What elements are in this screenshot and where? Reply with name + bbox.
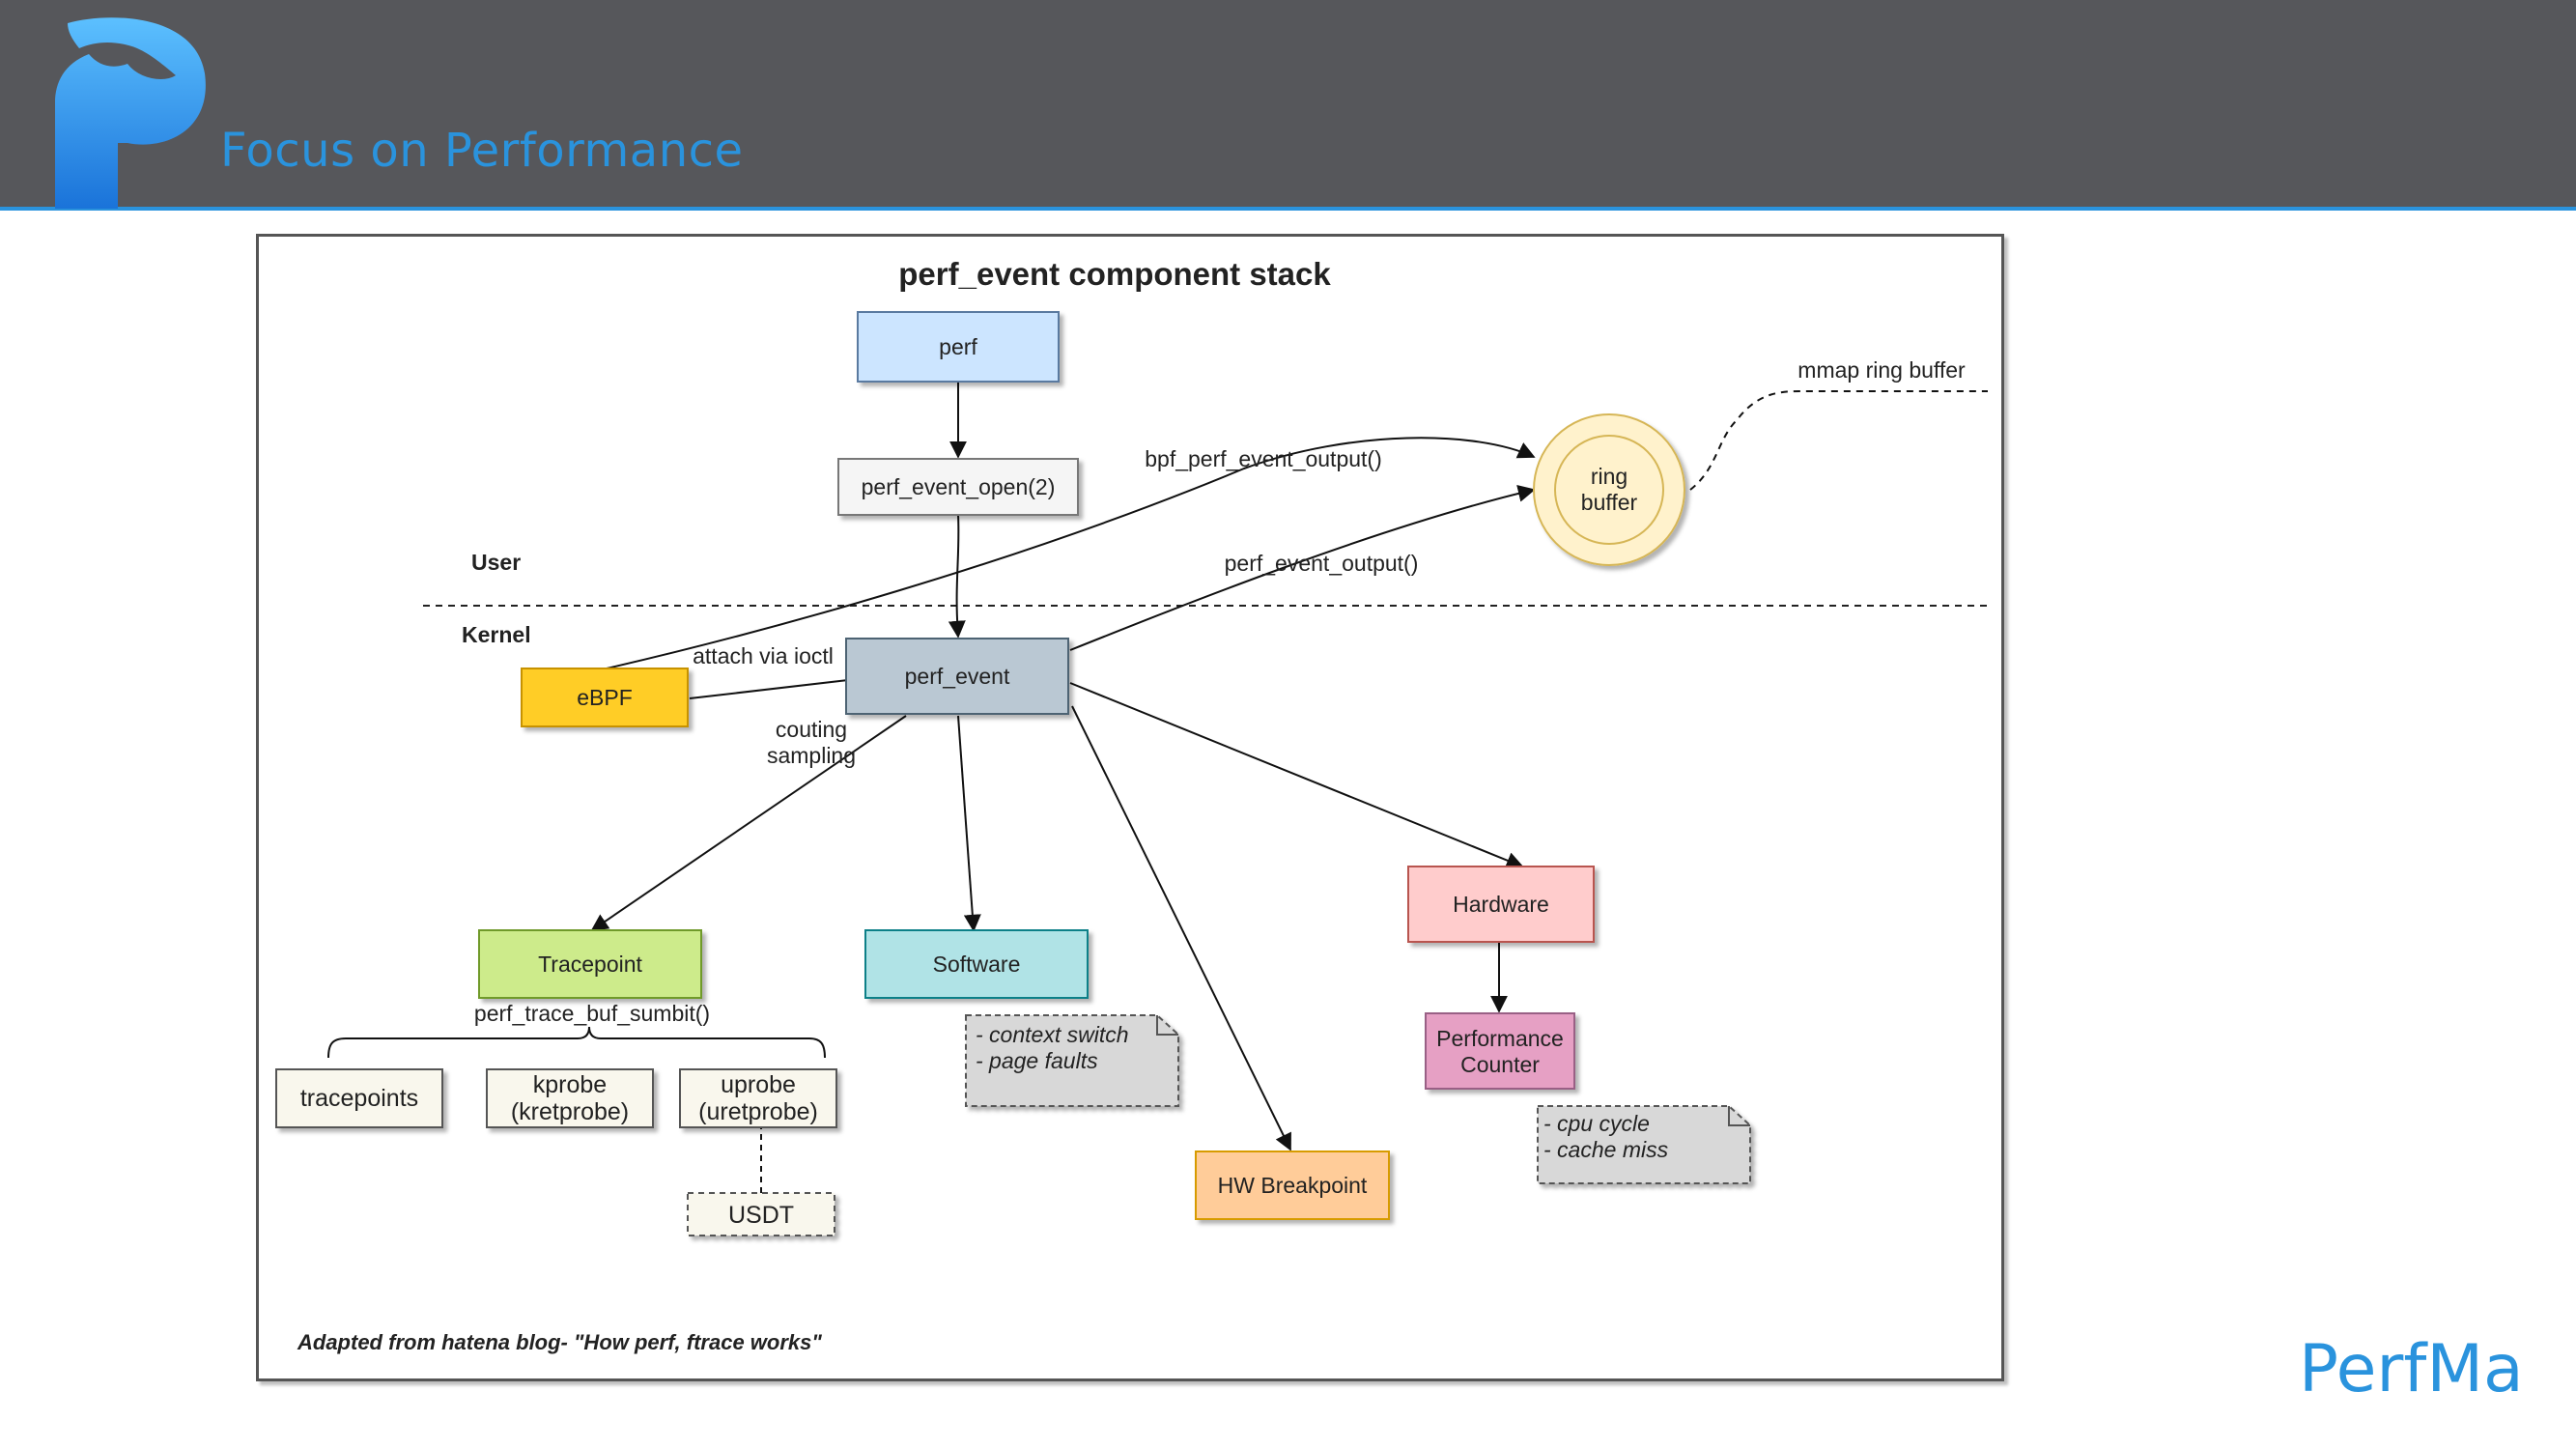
node-performance-counter xyxy=(1425,1012,1575,1090)
edge-to-hardware xyxy=(1069,682,1524,869)
node-perf xyxy=(857,311,1060,383)
node-perf-event-open-label: perf_event_open(2) xyxy=(862,474,1056,499)
tracepoint-brace xyxy=(327,1026,826,1059)
node-hardware xyxy=(1407,866,1595,943)
node-ring-buffer xyxy=(1533,413,1685,566)
node-hw-breakpoint-label: HW Breakpoint xyxy=(1218,1173,1368,1198)
region-label-kernel: Kernel xyxy=(462,622,531,647)
label-sampling: sampling xyxy=(767,743,856,768)
footer-brand: PerfMa xyxy=(2299,1331,2524,1407)
node-ring-label-1: ring xyxy=(1591,464,1628,489)
edge-to-hw-breakpoint xyxy=(1071,705,1291,1151)
node-uprobe-label-1: uprobe xyxy=(721,1071,796,1098)
edge-perf-event-to-ring xyxy=(1069,484,1536,651)
diagram-title: perf_event component stack xyxy=(898,256,1331,292)
header-bar: Focus on Performance xyxy=(0,0,2576,211)
note-software xyxy=(965,1014,1179,1107)
node-software xyxy=(864,929,1089,999)
node-kprobe-label-1: kprobe xyxy=(533,1071,607,1098)
edge-open-to-perf-event xyxy=(948,514,966,639)
label-perf-output: perf_event_output() xyxy=(1225,551,1419,576)
node-uprobe xyxy=(679,1068,837,1128)
edge-to-tracepoint xyxy=(590,715,907,932)
node-kprobe-label-2: (kretprobe) xyxy=(511,1098,629,1125)
node-tracepoint-label: Tracepoint xyxy=(538,952,642,977)
node-tracepoint xyxy=(478,929,702,999)
edge-ebpf-to-ring xyxy=(606,437,1536,669)
label-bpf-output: bpf_perf_event_output() xyxy=(1145,446,1382,471)
edge-mmap xyxy=(1689,390,1988,491)
node-uprobe-label-2: (uretprobe) xyxy=(698,1098,818,1125)
note-hardware-line-2: - cache miss xyxy=(1543,1137,1669,1162)
node-usdt-label: USDT xyxy=(728,1202,794,1229)
perf-event-diagram: perf_event component stack User Kernel b… xyxy=(275,256,1988,1354)
node-ring-label-2: buffer xyxy=(1581,490,1638,515)
diagram-frame: perf_event component stack User Kernel b… xyxy=(256,234,2004,1381)
node-software-label: Software xyxy=(933,952,1021,977)
edge-ebpf-attach xyxy=(689,679,849,699)
note-software-line-2: - page faults xyxy=(976,1048,1098,1073)
label-trace-buf: perf_trace_buf_sumbit() xyxy=(474,1001,710,1026)
node-usdt xyxy=(687,1192,835,1236)
node-perf-label: perf xyxy=(939,334,977,359)
label-mmap: mmap ring buffer xyxy=(1798,357,1966,383)
edge-to-software xyxy=(957,715,981,932)
node-ebpf xyxy=(521,668,689,727)
node-kprobe xyxy=(486,1068,654,1128)
node-performance-counter-label-2: Counter xyxy=(1460,1052,1540,1077)
node-perf-event-open xyxy=(837,458,1079,516)
node-tracepoints xyxy=(275,1068,443,1128)
brand-title: Focus on Performance xyxy=(220,124,744,178)
node-perf-event-label: perf_event xyxy=(905,664,1010,689)
node-hw-breakpoint xyxy=(1195,1151,1390,1220)
node-tracepoints-label: tracepoints xyxy=(300,1085,418,1112)
label-couting: couting xyxy=(776,717,847,742)
node-ebpf-label: eBPF xyxy=(577,685,633,710)
note-hardware xyxy=(1537,1105,1751,1184)
label-attach: attach via ioctl xyxy=(693,643,834,668)
node-performance-counter-label-1: Performance xyxy=(1436,1026,1564,1051)
node-perf-event xyxy=(845,638,1069,715)
note-software-line-1: - context switch xyxy=(976,1022,1129,1047)
region-label-user: User xyxy=(471,550,521,575)
note-hardware-line-1: - cpu cycle xyxy=(1543,1111,1650,1136)
edges xyxy=(327,382,1988,1193)
diagram-caption: Adapted from hatena blog- "How perf, ftr… xyxy=(297,1330,822,1354)
perfma-logo-icon xyxy=(55,17,206,209)
node-hardware-label: Hardware xyxy=(1453,892,1549,917)
